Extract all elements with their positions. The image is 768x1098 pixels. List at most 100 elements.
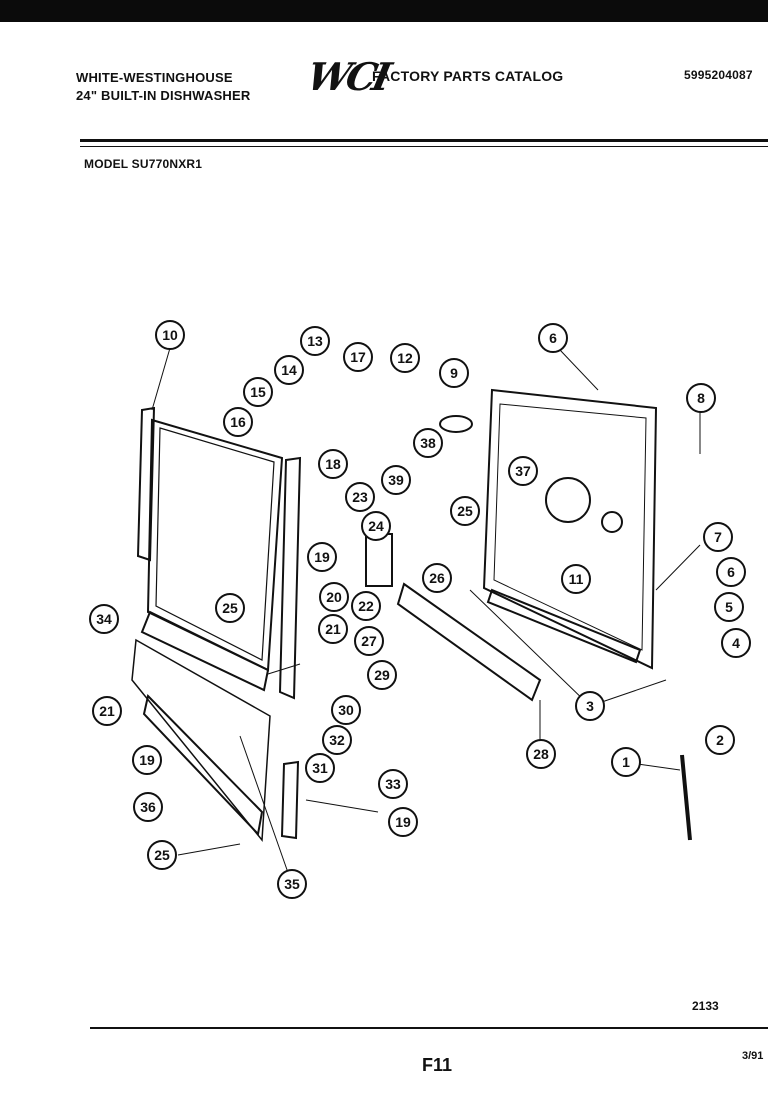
callout-label: 2 xyxy=(716,732,724,748)
callout-label: 8 xyxy=(697,390,705,406)
top-black-border xyxy=(0,0,768,22)
callout-label: 15 xyxy=(250,384,266,400)
callout-circle xyxy=(354,626,384,656)
revision-date: 3/91 xyxy=(742,1050,764,1062)
callout-label: 21 xyxy=(99,703,115,719)
callout-31: 31 xyxy=(305,753,335,783)
callout-19: 19 xyxy=(132,745,162,775)
callout-label: 39 xyxy=(388,472,404,488)
callout-label: 6 xyxy=(549,330,557,346)
callout-2: 2 xyxy=(705,725,735,755)
callout-circle xyxy=(331,695,361,725)
callout-label: 11 xyxy=(569,571,584,587)
callout-circle xyxy=(561,564,591,594)
callout-38: 38 xyxy=(413,428,443,458)
callout-15: 15 xyxy=(243,377,273,407)
callout-circle xyxy=(89,604,119,634)
callout-24: 24 xyxy=(361,511,391,541)
callout-label: 30 xyxy=(338,702,354,718)
callout-6: 6 xyxy=(538,323,568,353)
callout-21: 21 xyxy=(318,614,348,644)
callout-circle xyxy=(345,482,375,512)
header-rule xyxy=(80,139,768,142)
callout-22: 22 xyxy=(351,591,381,621)
callout-1: 1 xyxy=(611,747,641,777)
document-number: 5995204087 xyxy=(684,68,753,82)
callout-29: 29 xyxy=(367,660,397,690)
footer-rule xyxy=(90,1027,768,1029)
callout-19: 19 xyxy=(307,542,337,572)
callout-circle xyxy=(319,582,349,612)
callout-10: 10 xyxy=(155,320,185,350)
callout-label: 28 xyxy=(533,746,549,762)
callout-label: 19 xyxy=(395,814,411,830)
callout-circle xyxy=(305,753,335,783)
callout-11: 11 xyxy=(561,564,591,594)
callout-circle xyxy=(361,511,391,541)
callout-26: 26 xyxy=(422,563,452,593)
callout-circle xyxy=(439,358,469,388)
callout-23: 23 xyxy=(345,482,375,512)
callout-circle xyxy=(243,377,273,407)
callout-28: 28 xyxy=(526,739,556,769)
callout-label: 22 xyxy=(358,598,374,614)
part-9 xyxy=(439,415,473,433)
callout-leader-lines xyxy=(151,347,701,885)
callout-label: 24 xyxy=(368,518,384,534)
callout-circle xyxy=(526,739,556,769)
drawing-code: 2133 xyxy=(692,999,719,1013)
catalog-title: FACTORY PARTS CATALOG xyxy=(372,68,564,84)
callout-circle xyxy=(367,660,397,690)
callout-label: 31 xyxy=(312,760,328,776)
callout-label: 35 xyxy=(284,876,300,892)
callout-circle xyxy=(611,747,641,777)
header-rule-thin xyxy=(80,146,768,147)
callout-label: 25 xyxy=(222,600,238,616)
callout-label: 32 xyxy=(329,732,345,748)
callout-circle xyxy=(155,320,185,350)
callout-37: 37 xyxy=(508,456,538,486)
callout-33: 33 xyxy=(378,769,408,799)
callout-35: 35 xyxy=(277,869,307,899)
callout-circle xyxy=(390,343,420,373)
door-side-strip xyxy=(136,406,156,562)
callout-13: 13 xyxy=(300,326,330,356)
callout-19: 19 xyxy=(388,807,418,837)
callout-label: 33 xyxy=(385,776,401,792)
callout-label: 1 xyxy=(622,754,630,770)
callout-circle xyxy=(716,557,746,587)
lower-door-rail xyxy=(140,610,270,692)
callout-label: 25 xyxy=(457,503,473,519)
callout-circle xyxy=(318,614,348,644)
callout-label: 14 xyxy=(281,362,297,378)
callout-27: 27 xyxy=(354,626,384,656)
callout-label: 21 xyxy=(325,621,341,637)
callout-label: 20 xyxy=(326,589,342,605)
callout-circle xyxy=(351,591,381,621)
callout-label: 12 xyxy=(397,350,413,366)
callout-circle xyxy=(132,745,162,775)
callout-circle xyxy=(508,456,538,486)
callout-8: 8 xyxy=(686,383,716,413)
callout-32: 32 xyxy=(322,725,352,755)
callout-circle xyxy=(413,428,443,458)
product-line: 24" BUILT-IN DISHWASHER xyxy=(76,88,251,103)
callout-7: 7 xyxy=(703,522,733,552)
callout-20: 20 xyxy=(319,582,349,612)
callout-label: 38 xyxy=(420,435,436,451)
callout-circle xyxy=(575,691,605,721)
callout-3: 3 xyxy=(575,691,605,721)
tub-lower-rail xyxy=(486,588,642,664)
brand-line-1: WHITE-WESTINGHOUSE xyxy=(76,70,233,85)
door-parts-drawing xyxy=(131,388,692,842)
callout-21: 21 xyxy=(92,696,122,726)
callout-5: 5 xyxy=(714,592,744,622)
callout-label: 19 xyxy=(139,752,155,768)
callout-label: 9 xyxy=(450,365,458,381)
callout-circle xyxy=(378,769,408,799)
inner-door-panel xyxy=(146,418,284,672)
callout-39: 39 xyxy=(381,465,411,495)
callout-label: 26 xyxy=(429,570,445,586)
callout-circle xyxy=(300,326,330,356)
callout-4: 4 xyxy=(721,628,751,658)
